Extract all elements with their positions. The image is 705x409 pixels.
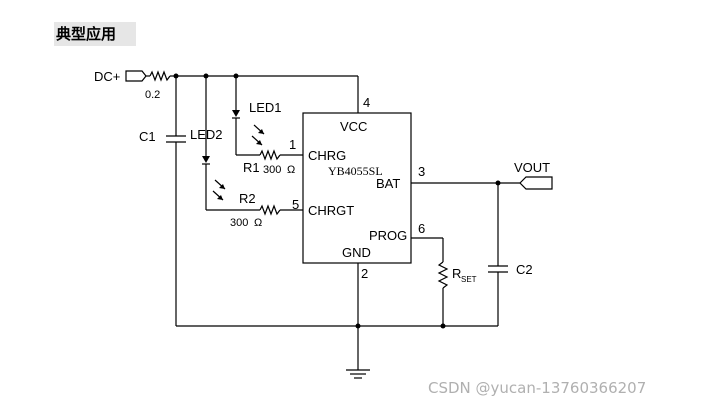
junction-dot [355, 323, 361, 329]
watermark: CSDN @yucan-13760366207 [428, 379, 646, 397]
led2-light-arrows [212, 179, 226, 201]
pin-gnd-label: GND [342, 245, 371, 260]
junction-dot [440, 323, 446, 329]
resistor-rset [411, 237, 449, 326]
led1-light-arrows [251, 124, 265, 146]
c2-label: C2 [516, 262, 533, 277]
section-heading: 典型应用 [54, 22, 136, 46]
rset-label: R [452, 266, 461, 281]
r2-ohm-symbol: Ω [254, 217, 262, 229]
chip-name: YB4055SL [328, 164, 383, 178]
led1-label: LED1 [249, 100, 282, 115]
capacitor-c2 [488, 183, 508, 326]
ground-symbol [346, 369, 370, 379]
pin-chrg-label: CHRG [308, 148, 346, 163]
r1-value: 300 [263, 164, 281, 176]
pin-prog-label: PROG [369, 228, 407, 243]
resistor-r2 [259, 204, 303, 216]
dc-input-port [125, 70, 147, 82]
pin-prog-number: 6 [418, 221, 425, 236]
resistor-r1 [259, 149, 303, 161]
ic-body [302, 112, 412, 264]
dc-input-label: DC+ [94, 69, 120, 84]
input-resistor-value: 0.2 [145, 89, 160, 101]
pin-chrg-number: 1 [289, 137, 296, 152]
c1-label: C1 [139, 129, 156, 144]
led2-label: LED2 [190, 127, 223, 142]
pin-chrgt-number: 5 [292, 197, 299, 212]
capacitor-c1 [166, 76, 186, 326]
r1-ohm-symbol: Ω [287, 164, 295, 176]
pin-bat-number: 3 [418, 164, 425, 179]
led2-diode [202, 76, 260, 211]
pin-chrgt-label: CHRGT [308, 203, 354, 218]
pin-vcc-label: VCC [340, 119, 367, 134]
r2-label: R2 [239, 191, 256, 206]
rset-subscript: SET [461, 275, 477, 284]
pin-vcc-number: 4 [363, 95, 370, 110]
pin-gnd-number: 2 [361, 266, 368, 281]
vout-port [519, 176, 553, 190]
vout-label: VOUT [514, 160, 550, 175]
led1-diode [232, 76, 260, 156]
pin-bat-label: BAT [376, 176, 400, 191]
r1-label: R1 [243, 160, 260, 175]
r2-value: 300 [230, 217, 248, 229]
input-resistor [146, 70, 176, 82]
